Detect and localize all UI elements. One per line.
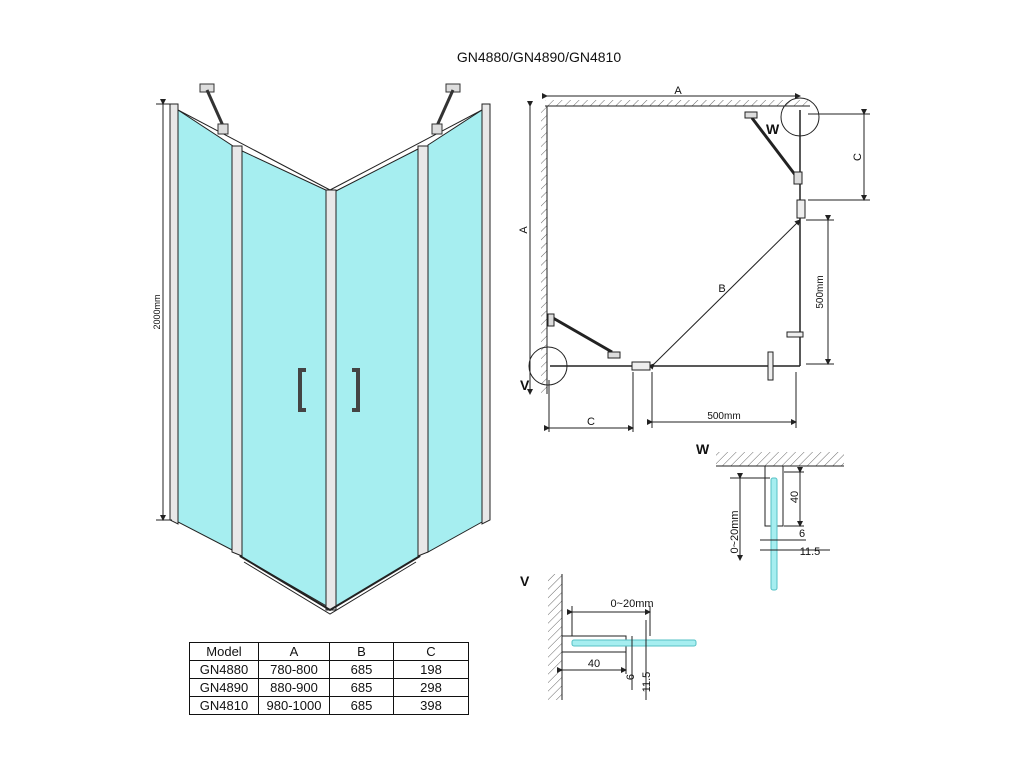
detail-w-dim-6: 6 [799,528,805,540]
right-center-profile [417,145,429,557]
table-row: GN4810 980-1000 685 398 [189,696,469,715]
plan-label-500-horizontal: 500mm [707,411,740,422]
table-cell: 685 [329,696,394,715]
plan-label-b: B [718,283,725,295]
table-cell: 685 [329,678,394,697]
detail-v-dim-11-5: 11.5 [641,672,653,693]
table-row: GN4880 780-800 685 198 [189,660,469,679]
table-header-cell: B [329,642,394,661]
left-center-profile [231,145,243,557]
right-door-handle [352,368,360,412]
detail-w-title: W [696,441,710,457]
top-wall-hatch [545,100,810,106]
table-cell: 198 [393,660,469,679]
table-header-row: Model A B C [189,642,469,661]
right-fixed-panel [427,109,483,553]
detail-w-drawing [716,452,844,591]
corner-profile [325,189,337,611]
table-header-cell: A [258,642,330,661]
detail-v-dim-40: 40 [588,658,600,670]
left-door-handle [298,368,306,412]
table-cell: 880-900 [258,678,330,697]
plan-label-c-right: C [852,153,864,161]
left-fixed-panel [177,109,237,553]
right-wall-profile [481,103,491,525]
plan-label-a-side: A [518,226,530,234]
table-cell: GN4810 [189,696,259,715]
model-spec-table: Model A B C GN4880 780-800 685 198 GN489… [189,642,469,715]
detail-v-drawing [548,574,697,700]
table-header-cell: Model [189,642,259,661]
left-support-arm [199,83,229,135]
right-door-panel [333,147,421,609]
table-cell: GN4880 [189,660,259,679]
plan-label-a-top: A [674,85,682,97]
detail-w-dim-11-5: 11.5 [800,546,821,558]
left-door-panel [239,149,331,609]
table-cell: 980-1000 [258,696,330,715]
front-view [156,83,491,615]
table-cell: 398 [393,696,469,715]
right-support-arm [431,83,461,135]
detail-w-dim-range: 0~20mm [729,510,741,553]
detail-v-title: V [520,573,530,589]
left-wall-profile [169,103,179,525]
detail-v-dim-range: 0~20mm [610,598,653,610]
table-cell: 780-800 [258,660,330,679]
plan-label-500-vertical: 500mm [815,275,826,308]
table-cell: GN4890 [189,678,259,697]
table-cell: 298 [393,678,469,697]
table-cell: 685 [329,660,394,679]
table-header-cell: C [393,642,469,661]
height-label: 2000mm [152,294,162,329]
diagram-title: GN4880/GN4890/GN4810 [457,49,621,65]
plan-view [527,93,870,432]
left-wall-hatch [541,106,547,394]
plan-label-c-bottom: C [587,416,595,428]
detail-v-dim-6: 6 [625,674,637,680]
plan-marker-w: W [766,121,780,137]
table-row: GN4890 880-900 685 298 [189,678,469,697]
plan-marker-v: V [520,377,530,393]
detail-w-dim-40: 40 [789,491,801,503]
